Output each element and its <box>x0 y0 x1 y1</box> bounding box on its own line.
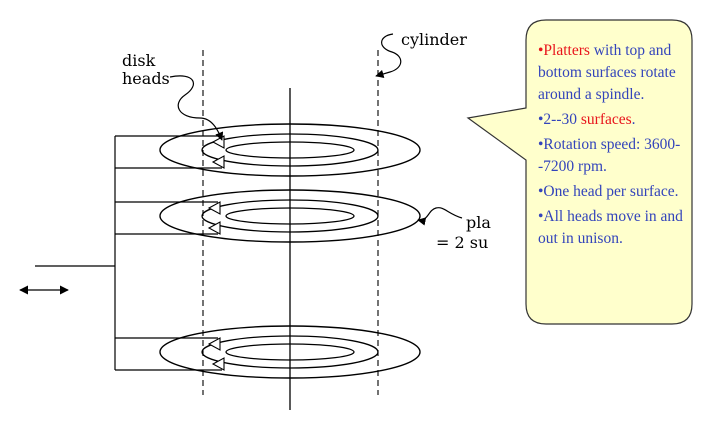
callout-surfaces: •2--30 surfaces. <box>538 109 688 131</box>
callout-platters-highlight: •Platters <box>538 42 590 59</box>
callout-text: •Platters with top and bottom surfaces r… <box>538 40 688 253</box>
label-platter: pla <box>466 213 491 232</box>
head-arm-assembly <box>35 135 222 371</box>
label-disk: disk <box>122 51 156 70</box>
callout-rotation: •Rotation speed: 3600--7200 rpm. <box>538 136 681 175</box>
label-heads: heads <box>122 69 170 88</box>
label-surfaces: = 2 su <box>436 233 488 252</box>
platter-top <box>159 123 421 177</box>
callout-platters-rest: with top and bottom surfaces rotate arou… <box>538 42 676 103</box>
callout-platters: •Platters with top and bottom surfaces r… <box>538 40 688 106</box>
heads-pointer <box>169 75 224 141</box>
callout-surfaces-period: . <box>631 111 636 128</box>
callout-balloon <box>466 19 693 325</box>
callout-surfaces-highlight: surfaces <box>580 111 632 128</box>
platter-middle <box>159 189 421 243</box>
callout-head-per-surface: •One head per surface. <box>538 183 679 200</box>
callout-heads-move: •All heads move in and out in unison. <box>538 208 683 247</box>
platter-pointer <box>417 207 463 226</box>
platter-bottom <box>159 325 421 379</box>
label-cylinder: cylinder <box>401 30 467 49</box>
cylinder-pointer <box>375 33 402 78</box>
callout-surfaces-count: •2--30 <box>538 111 581 128</box>
